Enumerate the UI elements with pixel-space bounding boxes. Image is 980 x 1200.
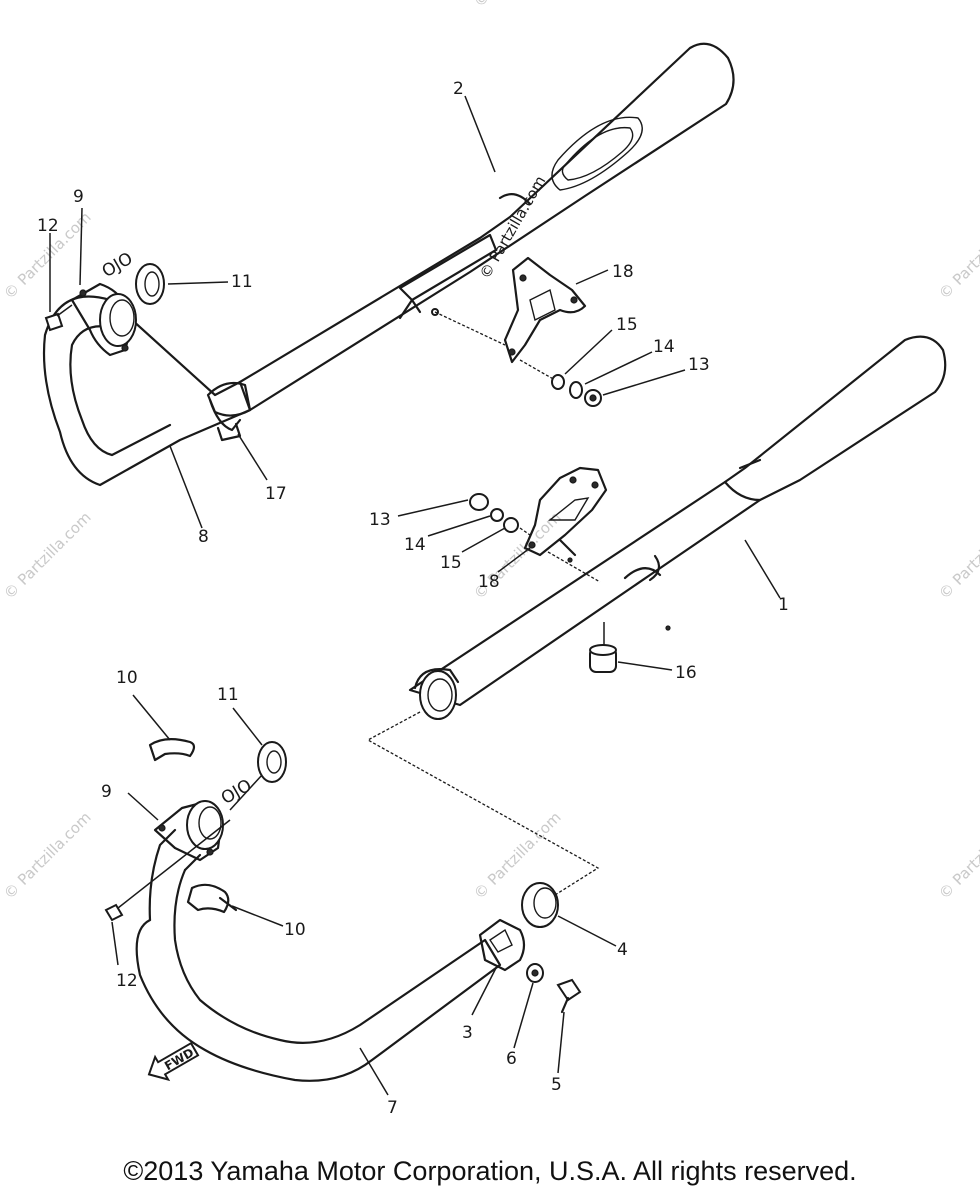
callout-15-upper: 15: [616, 315, 638, 335]
callout-11-lower: 11: [217, 685, 239, 705]
watermark: © Partzilla.com: [470, 0, 565, 11]
callout-15-lower: 15: [440, 553, 462, 573]
upper-bracket-assembly: [434, 256, 602, 407]
callout-4: 4: [617, 940, 628, 960]
damper-rubber: [589, 622, 617, 673]
callout-8: 8: [198, 527, 209, 547]
watermark: © Partzilla.com: [935, 508, 980, 603]
callout-9-upper: 9: [73, 187, 84, 207]
callout-labels: 1 2 3 4 5 6 7 8 9 9 10 10 11 11 12 12 13…: [37, 79, 789, 1118]
callout-10-lower: 10: [284, 920, 306, 940]
callout-13-lower: 13: [369, 510, 391, 530]
leader-lines: [49, 95, 781, 1096]
watermarks: © Partzilla.com © Partzilla.com © Partzi…: [0, 0, 980, 903]
callout-16: 16: [675, 663, 697, 683]
callout-11-upper: 11: [231, 272, 253, 292]
copyright-notice: ©2013 Yamaha Motor Corporation, U.S.A. A…: [123, 1156, 857, 1186]
callout-5: 5: [551, 1075, 562, 1095]
upper-muffler: [238, 42, 735, 412]
lower-flange-assembly: OJO: [104, 738, 287, 922]
watermark: © Partzilla.com: [935, 808, 980, 903]
callout-12-lower: 12: [116, 971, 138, 991]
callout-17: 17: [265, 484, 287, 504]
callout-7: 7: [387, 1098, 398, 1118]
callout-18-upper: 18: [612, 262, 634, 282]
callout-12-upper: 12: [37, 216, 59, 236]
callout-10-upper: 10: [116, 668, 138, 688]
lower-exhaust-pipe: [135, 828, 502, 1082]
callout-14-upper: 14: [653, 337, 675, 357]
lower-bracket-assembly: [469, 466, 608, 583]
svg-text:OJO: OJO: [99, 249, 137, 282]
watermark: © Partzilla.com: [0, 508, 95, 603]
callout-6: 6: [506, 1049, 517, 1069]
callout-3: 3: [462, 1023, 473, 1043]
joint-clamp-assembly: [478, 882, 582, 1014]
watermark: © Partzilla.com: [0, 808, 95, 903]
callout-9-lower: 9: [101, 782, 112, 802]
callout-2: 2: [453, 79, 464, 99]
callout-18-lower: 18: [478, 572, 500, 592]
callout-14-lower: 14: [404, 535, 426, 555]
callout-13-upper: 13: [688, 355, 710, 375]
callout-1: 1: [778, 595, 789, 615]
upper-exhaust-pipe: [42, 295, 252, 487]
lower-muffler: [408, 335, 947, 720]
assembly-dash-line: [366, 711, 600, 896]
fwd-direction-badge: FWD: [147, 1041, 200, 1082]
exhaust-exploded-diagram: © Partzilla.com © Partzilla.com © Partzi…: [0, 0, 980, 1118]
watermark: © Partzilla.com: [935, 208, 980, 303]
upper-flange-assembly: OJO: [44, 249, 165, 357]
